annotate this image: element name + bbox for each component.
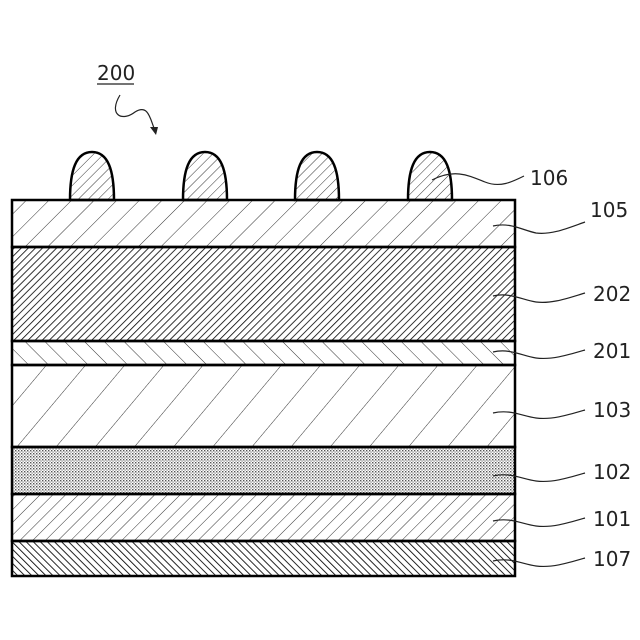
assembly-arrow bbox=[115, 95, 154, 128]
layer-105 bbox=[12, 200, 515, 247]
label-107: 107 bbox=[593, 547, 631, 571]
bump-4 bbox=[408, 152, 452, 200]
label-105: 105 bbox=[590, 198, 628, 222]
label-103: 103 bbox=[593, 398, 631, 422]
bump-3 bbox=[295, 152, 339, 200]
layer-107 bbox=[12, 541, 515, 576]
layer-201 bbox=[12, 341, 515, 365]
label-106: 106 bbox=[530, 166, 568, 190]
label-201: 201 bbox=[593, 339, 631, 363]
assembly-arrowhead-icon bbox=[150, 127, 158, 135]
bump-2 bbox=[183, 152, 227, 200]
bumps-106 bbox=[70, 152, 452, 200]
layer-101 bbox=[12, 494, 515, 541]
layer-102 bbox=[12, 447, 515, 494]
label-101: 101 bbox=[593, 507, 631, 531]
label-102: 102 bbox=[593, 460, 631, 484]
layer-103 bbox=[12, 365, 515, 447]
label-202: 202 bbox=[593, 282, 631, 306]
layer-202 bbox=[12, 247, 515, 341]
assembly-label: 200 bbox=[97, 61, 135, 85]
bump-1 bbox=[70, 152, 114, 200]
